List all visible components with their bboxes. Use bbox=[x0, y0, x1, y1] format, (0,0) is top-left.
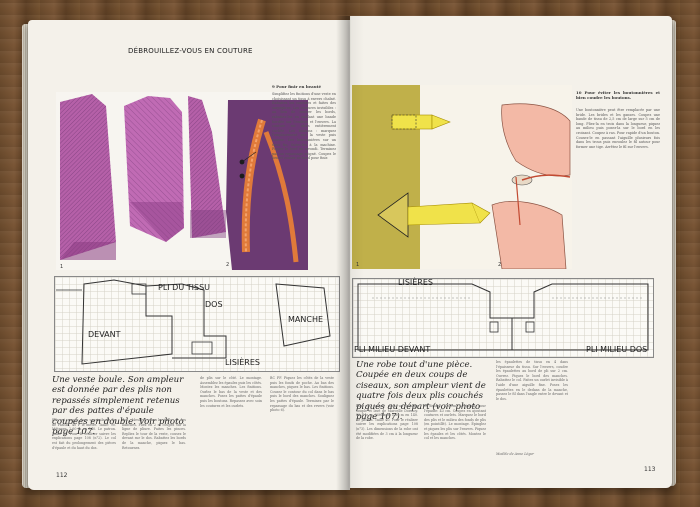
right-body-col-2: et devant: 3,5 cm. Le tuyau: pour l'épau… bbox=[424, 404, 486, 441]
section-title: DÉBROUILLEZ-VOUS EN COUTURE bbox=[128, 47, 253, 55]
jacket-sleeve-piece bbox=[188, 96, 226, 238]
model-credit: Modèle de Anne Léger bbox=[496, 452, 534, 456]
right-body-col-1: Elle est coupée dans un lainage souple e… bbox=[356, 404, 418, 441]
jacket-pattern-illustration bbox=[56, 92, 308, 270]
left-body-col-4: BC FF. Piquez les côtés de la veste puis… bbox=[270, 376, 334, 413]
right-sidebar-body: Une boutonnière peut être remplacée par … bbox=[576, 108, 660, 149]
grid-label-manche: MANCHE bbox=[288, 315, 324, 324]
grid-label-pli-milieu-dos: PLI MILIEU DOS bbox=[586, 345, 648, 354]
right-sidebar-heading: 10 Pour éviter les boutonnières et bien … bbox=[576, 90, 660, 100]
grid-label-devant: DEVANT bbox=[88, 330, 121, 339]
book-gutter-shadow bbox=[336, 16, 364, 490]
left-page-number: 112 bbox=[56, 472, 68, 479]
left-body-col-1: Elle est coupée dans une toile de lin de… bbox=[52, 418, 116, 450]
jacket-cutting-layout bbox=[56, 279, 331, 365]
left-sidebar-body: Simplifiez les finitions d'une veste en … bbox=[272, 92, 336, 161]
finished-edge-detail bbox=[226, 100, 308, 270]
grid-label-lisieres-right: LISIÈRES bbox=[398, 278, 433, 287]
left-body-col-2: dos. Mesurez-vous la taille et les hanch… bbox=[122, 418, 186, 450]
hand-sewing-button bbox=[491, 103, 571, 269]
grid-label-fold: PLI DU TISSU bbox=[158, 283, 210, 292]
jacket-back-piece bbox=[124, 96, 184, 242]
dress-cutting-layout bbox=[357, 283, 649, 351]
right-body-col-3: les épaulettes de tissu en 4 dans l'épai… bbox=[496, 360, 568, 401]
left-sidebar-heading: 9 Pour finir en beauté bbox=[272, 84, 322, 89]
grid-label-dos: DOS bbox=[205, 300, 223, 309]
grid-label-pli-milieu-devant: PLI MILIEU DEVANT bbox=[354, 345, 431, 354]
illus-number-2: 2 bbox=[226, 262, 230, 268]
right-illus-number-2: 2 bbox=[498, 262, 502, 268]
right-illus-number-1: 1 bbox=[356, 262, 359, 268]
button-loop-illustration bbox=[352, 85, 572, 269]
triangle-fold-detail bbox=[377, 192, 491, 238]
left-body-col-3: de plis sur le côté. Le montage. Assembl… bbox=[200, 376, 262, 408]
jacket-cutting-grid bbox=[54, 276, 340, 372]
right-caption-heading: Une robe tout d'une pièce. Coupée en deu… bbox=[356, 360, 486, 423]
button-loop-detail bbox=[391, 114, 451, 130]
grid-label-lisieres: LISIÈRES bbox=[225, 358, 260, 367]
left-caption-heading: Une veste boule. Son ampleur est donnée … bbox=[52, 375, 184, 438]
jacket-front-piece bbox=[60, 94, 116, 260]
right-page-number: 113 bbox=[644, 466, 656, 473]
illus-number-1: 1 bbox=[60, 264, 64, 270]
